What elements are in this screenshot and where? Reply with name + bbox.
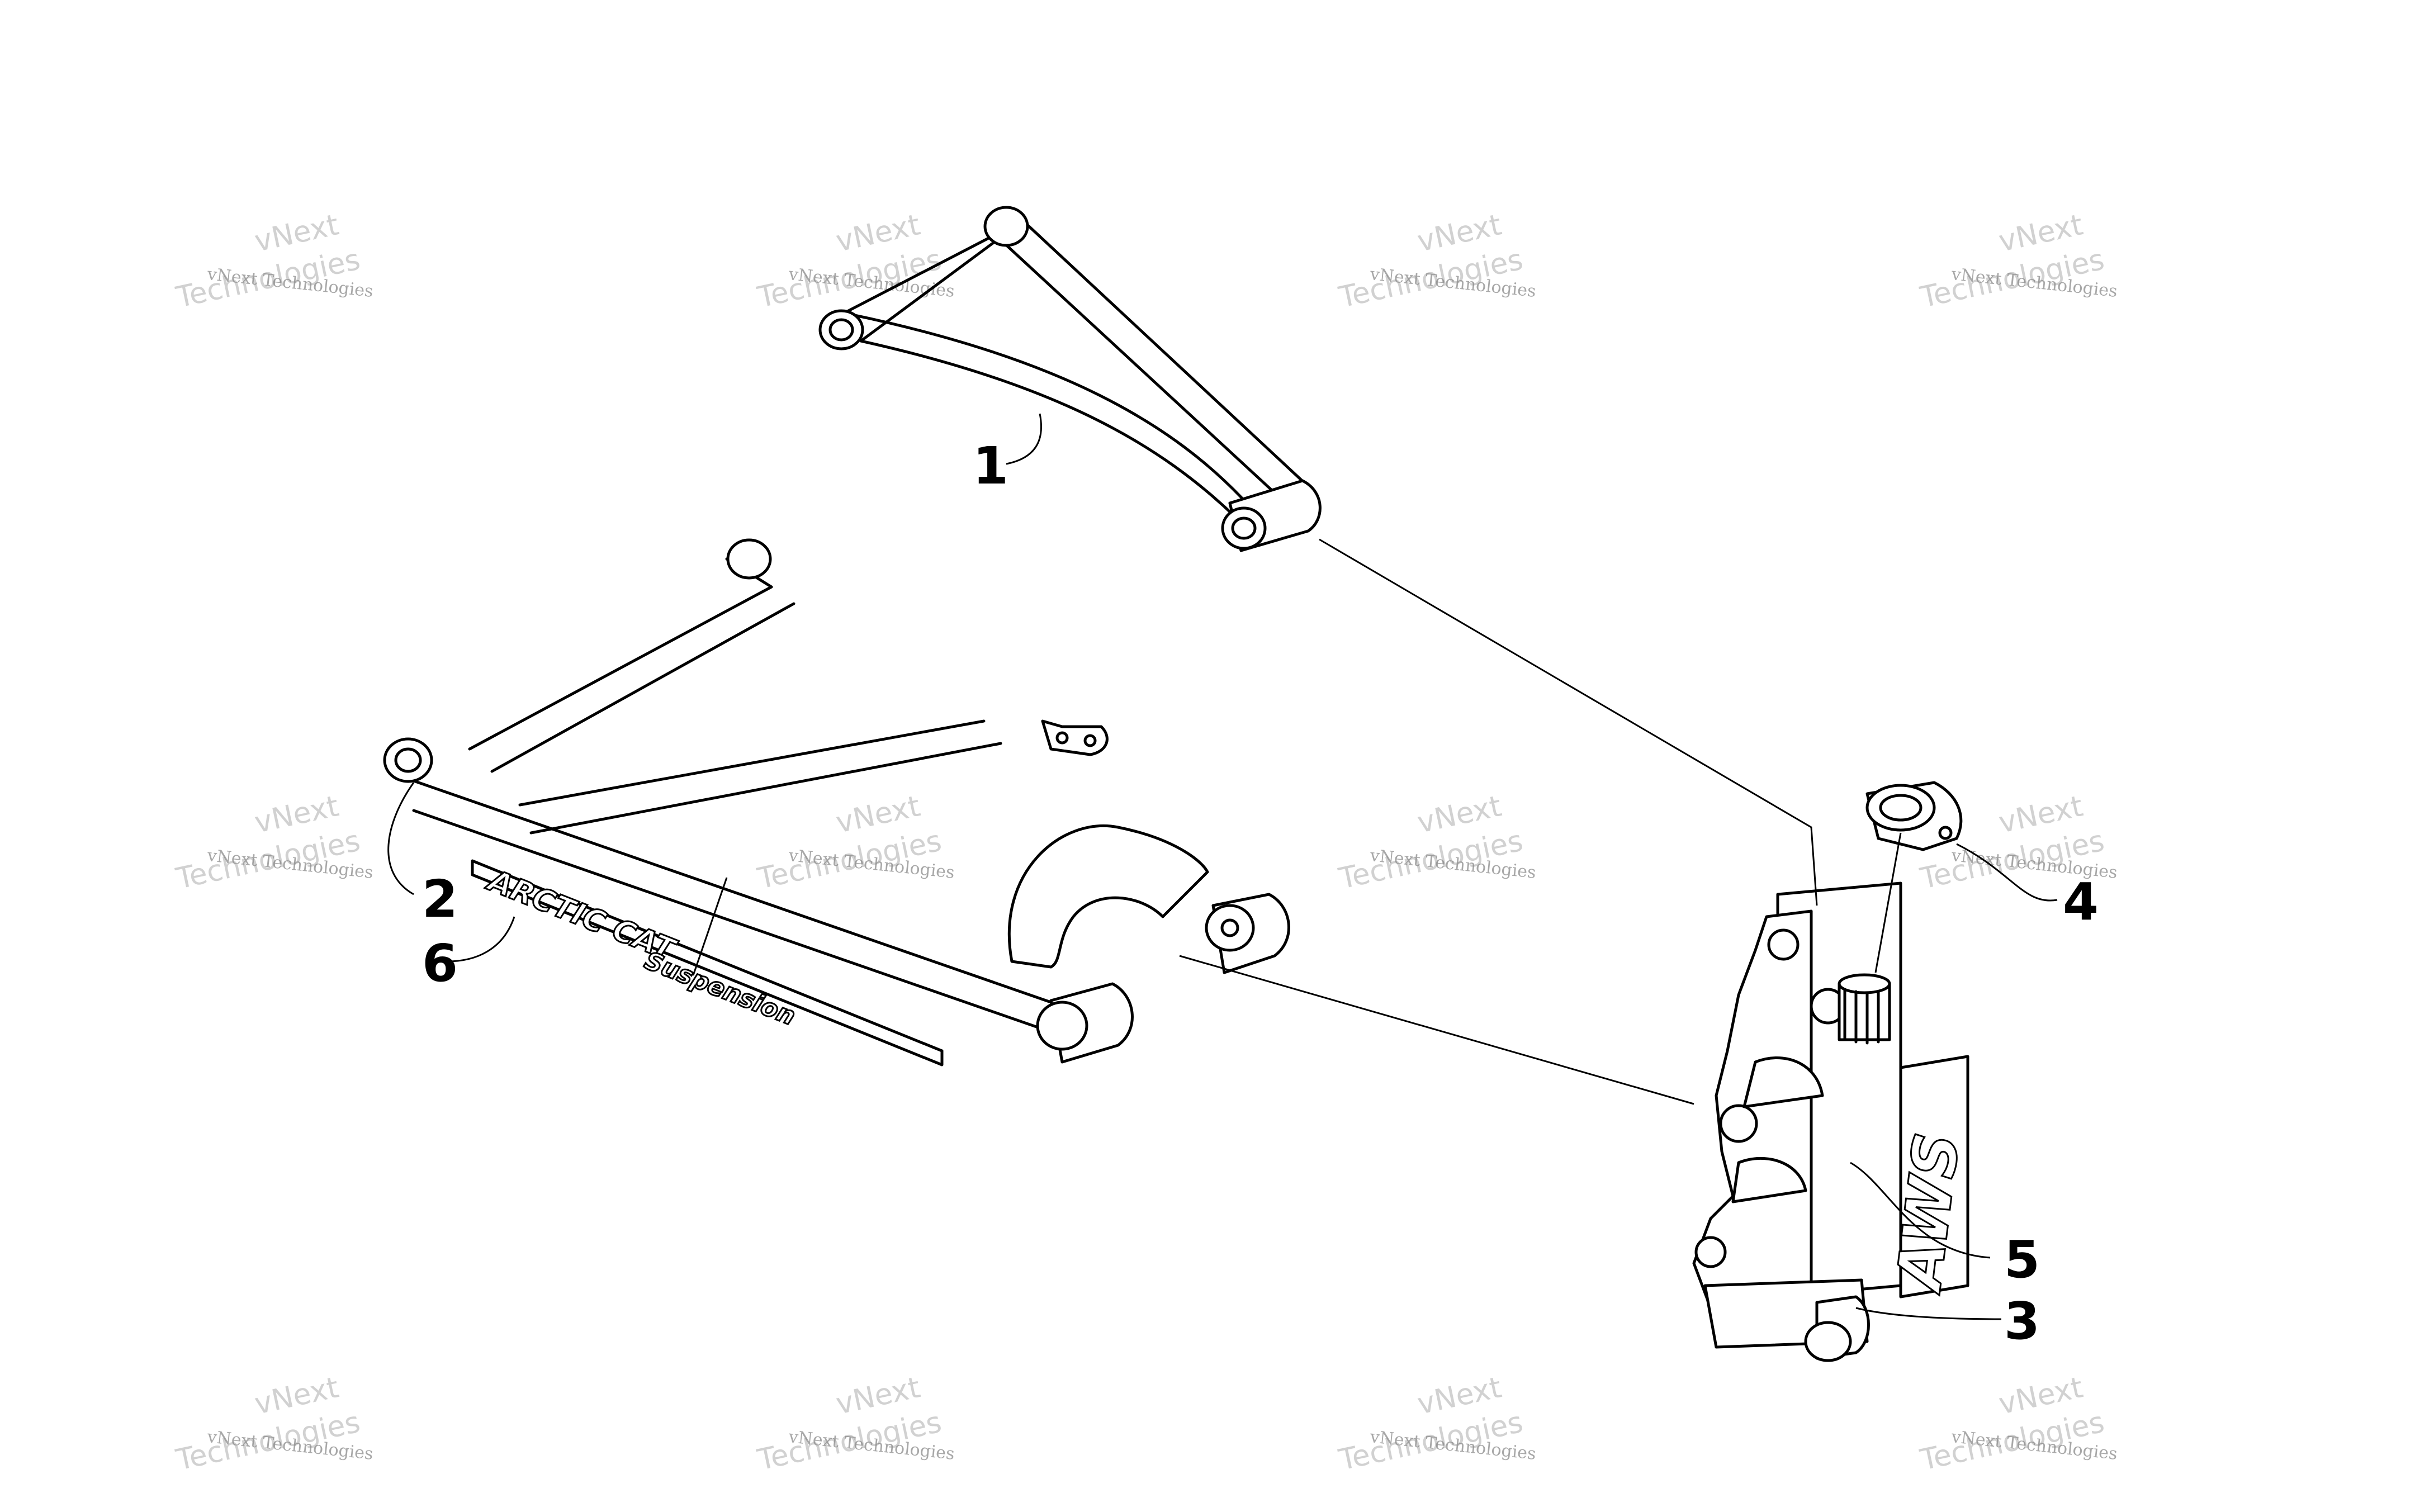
callout-5: 5 [2004,1230,2040,1290]
callout-4: 4 [2063,872,2099,932]
callout-numbers: 1 2 3 4 5 6 [422,436,2099,1351]
sway-bar-bracket [1041,719,1109,756]
shock-mount [1007,824,1209,969]
lower-a-arm [383,538,1290,1064]
callout-leaders [387,413,2058,1320]
arm-decal: ARCTIC CAT Suspension [471,859,944,1067]
spindle-lower-boss [1804,1321,1852,1362]
callout-3: 3 [2004,1291,2040,1351]
callout-6: 6 [422,933,458,993]
upper-a-arm [818,206,1322,552]
lower-arm-bushing-front [383,737,433,783]
connection-lines [1179,538,1902,1105]
lower-arm-bushing-inner [1036,1001,1088,1051]
callout-1: 1 [973,436,1008,496]
lower-arm-ball-joint-bushing [1205,904,1255,952]
callout-2: 2 [422,869,458,929]
upper-arm-bushing-left [818,309,864,350]
upper-arm-bushing-top [983,206,1029,247]
upper-arm-ball-joint [1221,506,1267,550]
steering-clamp [1865,781,1963,851]
spindle [1692,881,1902,1362]
spindle-decal: AWS [1882,1055,1974,1298]
lower-arm-bushing-rear [726,538,772,580]
